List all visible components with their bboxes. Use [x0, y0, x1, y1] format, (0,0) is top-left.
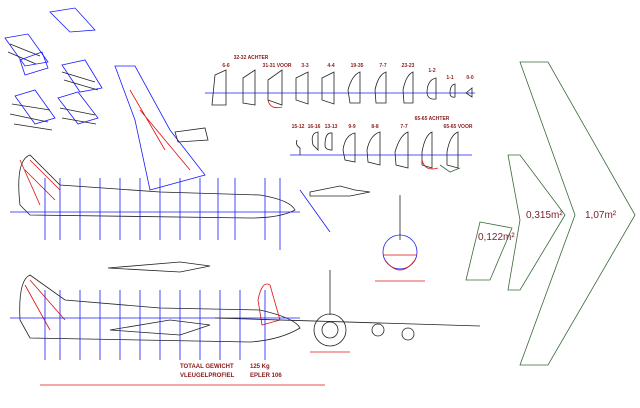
section-profiles-bottom [290, 131, 472, 173]
grid-lines-lower [44, 290, 266, 360]
weight-value: 125 Kg [250, 364, 270, 370]
area-label-large: 1,07m² [585, 210, 617, 221]
section-labels-bottom: 15-12 16-16 13-13 9-9 8-8 7-7 65-65 ACHT… [292, 116, 473, 130]
section-label: 19-35 [351, 63, 364, 69]
section-label: 7-7 [379, 63, 386, 69]
section-label: 65-65 ACHTER [415, 116, 450, 122]
grid-lines-upper [44, 178, 281, 250]
nose-detail [309, 185, 371, 197]
section-label: 9-9 [348, 124, 355, 130]
section-label: 13-13 [325, 124, 338, 130]
front-view-aircraft [214, 270, 481, 353]
profile-label: VLEUGELPROFIEL [180, 373, 235, 379]
wing-section [107, 261, 211, 273]
diagonal-line [299, 189, 331, 233]
section-label: 31-31 VOOR [263, 63, 292, 69]
section-label: 6-6 [222, 63, 229, 69]
section-labels-top: 6-6 32-32 ACHTER 31-31 VOOR 3-3 4-4 19-3… [222, 55, 473, 81]
section-label: 1-2 [428, 68, 435, 74]
section-label: 3-3 [301, 63, 308, 69]
section-label: 0-0 [466, 75, 473, 81]
profile-value: EPLER 106 [250, 373, 282, 379]
section-label: 7-7 [400, 124, 407, 130]
section-label: 32-32 ACHTER [234, 55, 269, 61]
fuselage-side-view [10, 154, 300, 219]
tail-elevation [114, 65, 209, 191]
section-label: 23-23 [402, 63, 415, 69]
weight-label: TOTAAL GEWICHT [180, 364, 234, 370]
area-label-medium: 0,315m² [526, 210, 563, 221]
section-label: 8-8 [371, 124, 378, 130]
wing-sketches [4, 7, 103, 131]
fuselage-side-view-lower [10, 274, 325, 386]
area-label-small: 0,122m² [478, 232, 515, 243]
section-label: 15-12 [292, 124, 305, 130]
section-profiles-top [205, 69, 475, 109]
wing-planforms [465, 61, 636, 366]
section-label: 1-1 [446, 75, 453, 81]
area-labels: 0,122m² 0,315m² 1,07m² [478, 210, 617, 243]
section-label: 4-4 [327, 63, 334, 69]
section-label: 65-65 VOOR [444, 124, 473, 130]
front-view-tail [375, 195, 425, 282]
section-label: 16-16 [308, 124, 321, 130]
notes: TOTAAL GEWICHT 125 Kg VLEUGELPROFIEL EPL… [180, 364, 282, 379]
